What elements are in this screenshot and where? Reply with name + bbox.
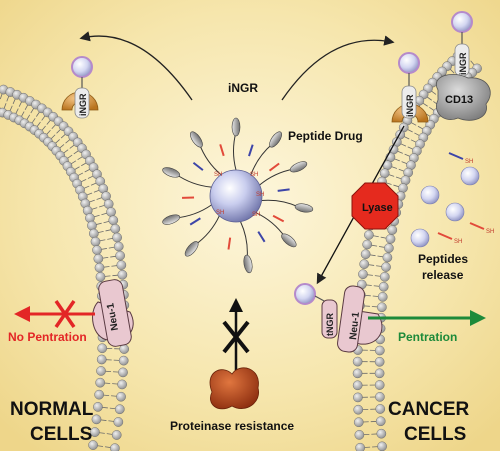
- lipid-head: [355, 430, 364, 439]
- lipid-head: [115, 405, 124, 414]
- peptides-release-label-1: Peptides: [418, 252, 468, 266]
- lipid-head: [384, 244, 393, 253]
- lipid-head: [360, 260, 369, 269]
- sh-label: SH: [465, 159, 473, 165]
- proteinase-resistance-label: Proteinase resistance: [170, 419, 294, 433]
- lipid-head: [111, 224, 120, 233]
- lipid-head: [354, 418, 363, 427]
- cd13-label: CD13: [445, 94, 473, 106]
- lipid-head: [98, 344, 107, 353]
- released-sphere: [461, 167, 479, 185]
- sh-label: SH: [216, 210, 224, 216]
- lipid-head: [118, 368, 127, 377]
- lipid-head: [89, 229, 98, 238]
- lipid-head: [364, 230, 373, 239]
- lipid-head: [117, 260, 126, 269]
- lipid-head: [358, 270, 367, 279]
- lipid-head: [109, 216, 118, 225]
- lipid-head: [363, 240, 372, 249]
- lipid-head: [377, 303, 386, 312]
- lyase-label: Lyase: [362, 202, 393, 214]
- ingr-right1-label: iNGR: [405, 94, 415, 117]
- ingr-top-label: iNGR: [228, 81, 258, 95]
- enzyme-icon: [210, 368, 259, 409]
- ligand-capsule: [232, 118, 240, 136]
- no-pentration-label: No Pentration: [8, 330, 87, 344]
- lipid-head: [354, 405, 363, 414]
- lipid-head: [110, 444, 119, 451]
- lipid-head: [114, 417, 123, 426]
- lipid-head: [118, 270, 127, 279]
- lipid-head: [353, 357, 362, 366]
- lipid-head: [356, 443, 365, 451]
- released-sphere: [411, 229, 429, 247]
- released-sphere: [446, 203, 464, 221]
- lipid-head: [379, 282, 388, 291]
- sh-label: SH: [214, 172, 222, 178]
- sh-label: SH: [250, 172, 258, 178]
- lipid-head: [378, 292, 387, 301]
- lipid-head: [96, 366, 105, 375]
- lipid-head: [94, 254, 103, 263]
- lipid-head: [116, 251, 125, 260]
- lipid-head: [91, 237, 100, 246]
- lipid-head: [106, 207, 115, 216]
- lipid-head: [92, 245, 101, 254]
- lipid-head: [112, 430, 121, 439]
- lipid-head: [93, 402, 102, 411]
- lipid-head: [376, 404, 385, 413]
- normal-cells-label-2: CELLS: [30, 424, 92, 445]
- peptide-drug-label: Peptide Drug: [288, 129, 363, 143]
- sh-label: SH: [256, 192, 264, 198]
- ingr-right2-label: iNGR: [458, 52, 468, 75]
- lipid-head: [353, 369, 362, 378]
- lipid-head: [375, 346, 384, 355]
- sh-label: SH: [454, 239, 462, 245]
- lipid-head: [375, 392, 384, 401]
- lipid-head: [95, 390, 104, 399]
- cancer-cells-label-1: CANCER: [388, 399, 470, 420]
- lipid-head: [386, 234, 395, 243]
- lipid-head: [116, 392, 125, 401]
- sh-label: SH: [252, 212, 260, 218]
- lipid-head: [353, 393, 362, 402]
- lipid-head: [377, 429, 386, 438]
- normal-cells-label-1: NORMAL: [10, 399, 94, 420]
- lipid-head: [380, 169, 389, 178]
- lyase-enzyme: Lyase: [352, 183, 398, 229]
- lipid-head: [87, 221, 96, 230]
- lipid-head: [114, 242, 123, 251]
- lipid-head: [376, 417, 385, 426]
- lipid-head: [97, 355, 106, 364]
- lipid-head: [113, 233, 122, 242]
- lipid-head: [381, 262, 390, 271]
- lipid-head: [104, 199, 113, 208]
- lipid-head: [380, 272, 389, 281]
- tngr-label: tNGR: [325, 313, 335, 336]
- lipid-head: [383, 253, 392, 262]
- lipid-head: [353, 381, 362, 390]
- pentration-label: Pentration: [398, 330, 457, 344]
- lipid-head: [118, 380, 127, 389]
- released-sphere: [421, 186, 439, 204]
- lipid-head: [96, 272, 105, 281]
- peptides-release-label-2: release: [422, 268, 464, 282]
- lipid-head: [95, 263, 104, 272]
- ingr-left-label: iNGR: [78, 93, 88, 116]
- lipid-head: [375, 357, 384, 366]
- lipid-head: [375, 369, 384, 378]
- lipid-head: [377, 442, 386, 451]
- lipid-head: [96, 378, 105, 387]
- lipid-head: [119, 356, 128, 365]
- sh-label: SH: [486, 229, 494, 235]
- cancer-cells-label-2: CELLS: [404, 424, 466, 445]
- lipid-head: [375, 380, 384, 389]
- lipid-head: [388, 225, 397, 234]
- lipid-head: [361, 250, 370, 259]
